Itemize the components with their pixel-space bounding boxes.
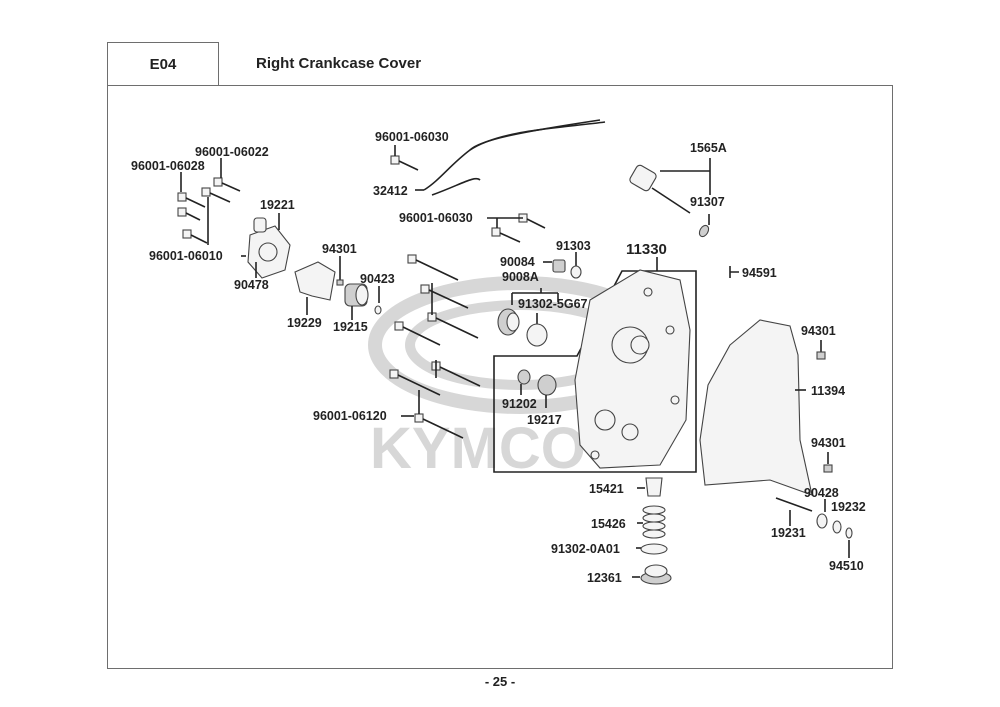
strainer-cap [640, 564, 672, 585]
water-pump-shaft [775, 497, 813, 512]
part-label: 90478 [234, 278, 269, 292]
strainer-spring [642, 505, 666, 539]
o-ring [526, 323, 548, 347]
part-label: 9008A [502, 270, 539, 284]
part-label: 96001-06030 [399, 211, 473, 225]
bolt-group-left [177, 177, 241, 244]
water-pump-cover [247, 217, 291, 279]
page-number: - 25 - [484, 674, 516, 689]
part-label: 94301 [811, 436, 846, 450]
part-label: 91302-0A01 [551, 542, 620, 556]
part-label: 15426 [591, 517, 626, 531]
part-label: 94591 [742, 266, 777, 280]
impeller [344, 283, 369, 307]
bearing [537, 374, 557, 396]
oil-strainer [645, 477, 663, 497]
bolt-icon [177, 192, 206, 208]
part-label: 32412 [373, 184, 408, 198]
oil-dipstick [629, 164, 691, 214]
o-ring [570, 265, 582, 279]
washer [832, 520, 842, 534]
dowel-pin [816, 351, 826, 360]
part-label: 96001-06028 [131, 159, 205, 173]
circlip [845, 527, 853, 539]
o-ring [698, 224, 710, 238]
bolt-icon [213, 177, 241, 192]
part-label: 96001-06010 [149, 249, 223, 263]
section-code: E04 [107, 42, 219, 86]
dowel-pin [336, 279, 344, 286]
bolt-icon [182, 229, 208, 244]
part-label: 94510 [829, 559, 864, 573]
wire-harness [423, 121, 606, 191]
part-label: 19215 [333, 320, 368, 334]
page-title: Right Crankcase Cover [256, 55, 422, 72]
part-label: 91302-5G67 [518, 297, 588, 311]
right-crankcase-cover [574, 269, 691, 469]
part-label: 90084 [500, 255, 535, 269]
bolt-icon [390, 155, 419, 171]
part-label: 12361 [587, 571, 622, 585]
bolt-icon [491, 227, 521, 243]
o-ring [640, 543, 668, 555]
section-code-text: E04 [149, 56, 177, 73]
pump-gasket [294, 261, 336, 301]
filter-cap [497, 308, 520, 336]
part-label: 90428 [804, 486, 839, 500]
part-label: 19221 [260, 198, 295, 212]
part-label: 90423 [360, 272, 395, 286]
part-label: 19217 [527, 413, 562, 427]
watermark-text: KYMCO [370, 416, 586, 481]
part-label: 19231 [771, 526, 806, 540]
part-label: 11394 [811, 384, 845, 398]
bolt-icon [518, 213, 546, 229]
diagram-frame [107, 85, 893, 669]
bolt-icon [407, 254, 459, 281]
cover-gasket [699, 319, 813, 496]
part-label: 91303 [556, 239, 591, 253]
bolt-icon [420, 284, 469, 309]
part-label: 1565A [690, 141, 727, 155]
part-label: 19229 [287, 316, 322, 330]
part-label: 94301 [322, 242, 357, 256]
dowel-pin [823, 464, 833, 473]
washer [374, 305, 382, 315]
part-label: 94301 [801, 324, 836, 338]
part-label: 96001-06022 [195, 145, 269, 159]
drain-plug [552, 259, 566, 273]
part-label: 96001-06030 [375, 130, 449, 144]
part-label: 91202 [502, 397, 537, 411]
part-label: 91307 [690, 195, 725, 209]
washer [816, 513, 828, 529]
bolt-icon [177, 207, 201, 221]
bolt-icon [201, 187, 231, 203]
part-label: 11330 [626, 241, 667, 258]
bolt-icon [389, 369, 441, 396]
bolt-icon [394, 321, 441, 346]
part-label: 96001-06120 [313, 409, 387, 423]
part-label: 15421 [589, 482, 624, 496]
oil-seal [517, 369, 531, 385]
part-label: 19232 [831, 500, 866, 514]
